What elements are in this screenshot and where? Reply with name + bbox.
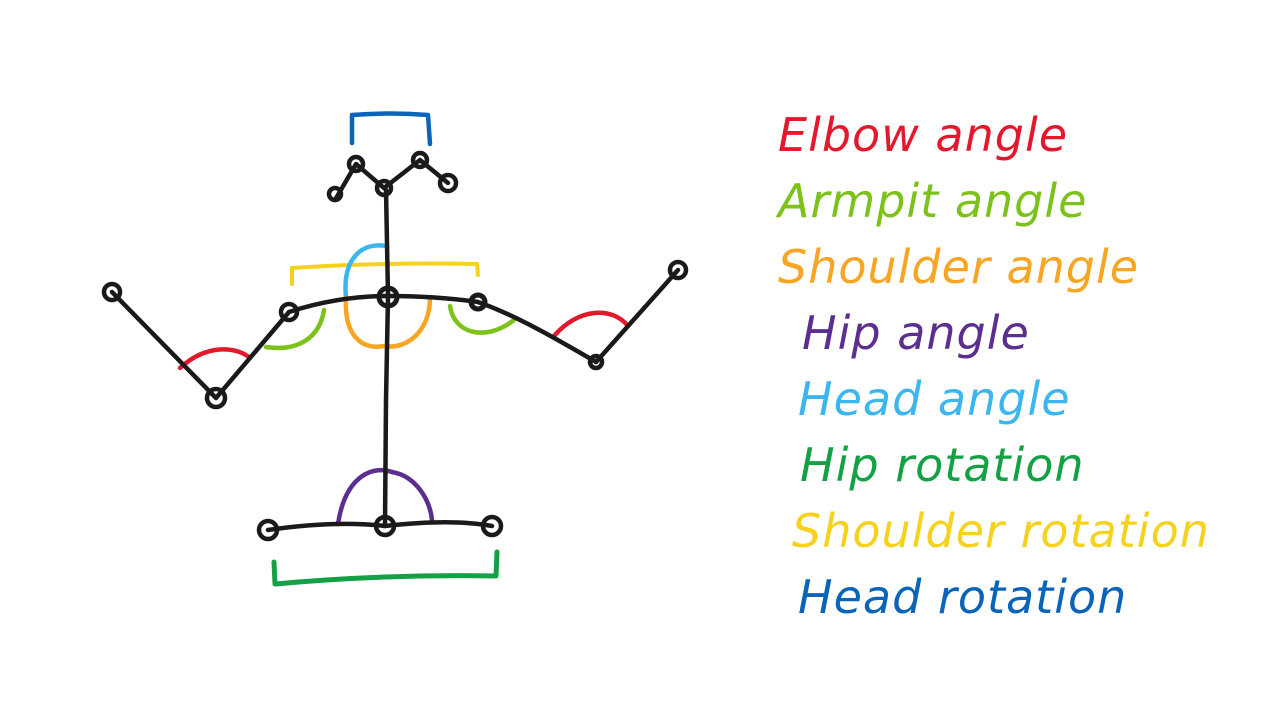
- left-armpit-angle-arc: [263, 307, 327, 351]
- right-arm: [593, 267, 681, 365]
- right-armpit-angle-arc: [447, 303, 517, 335]
- head-rotation-bracket: [349, 111, 433, 147]
- joint-right-hand: [667, 259, 689, 281]
- joint-right-elbow: [587, 353, 605, 371]
- hip-angle-arc: [335, 467, 435, 527]
- joint-right-shoulder: [468, 292, 488, 312]
- legend-item-shoulder-rotation: Shoulder rotation: [792, 504, 1210, 558]
- joint-mid-hip: [373, 514, 397, 538]
- joint-neck: [376, 285, 400, 309]
- joint-left-shoulder: [278, 301, 300, 323]
- joint-head-center: [374, 178, 394, 198]
- legend-item-armpit-angle: Armpit angle: [778, 174, 1088, 228]
- legend-item-head-angle: Head angle: [798, 372, 1071, 426]
- left-arm: [109, 289, 292, 401]
- head-angle-arc: [343, 243, 389, 301]
- hip-rotation-bracket: [271, 549, 500, 587]
- joint-right-hip: [480, 514, 504, 538]
- shoulder-rotation-bracket: [290, 261, 480, 286]
- joint-left-eye: [346, 154, 366, 174]
- right-elbow-angle-arc: [551, 310, 631, 339]
- legend-item-elbow-angle: Elbow angle: [778, 108, 1069, 162]
- left-elbow-angle-arc: [177, 347, 253, 371]
- legend-item-hip-angle: Hip angle: [802, 306, 1030, 360]
- shoulder-angle-arc: [343, 295, 433, 349]
- head-lines: [332, 157, 451, 203]
- joint-left-hand: [101, 281, 123, 303]
- joint-left-hip: [256, 518, 280, 542]
- legend-item-hip-rotation: Hip rotation: [800, 438, 1085, 492]
- joint-right-ear: [437, 172, 459, 194]
- legend-item-head-rotation: Head rotation: [798, 570, 1128, 624]
- shoulder-line: [286, 293, 599, 365]
- joint-right-eye: [410, 150, 430, 170]
- hip-line: [265, 519, 495, 533]
- joint-left-ear: [326, 185, 344, 203]
- legend-item-shoulder-angle: Shoulder angle: [778, 240, 1140, 294]
- spine: [382, 187, 391, 529]
- legend: Elbow angle Armpit angle Shoulder angle …: [778, 102, 1210, 630]
- joint-left-elbow: [204, 386, 228, 410]
